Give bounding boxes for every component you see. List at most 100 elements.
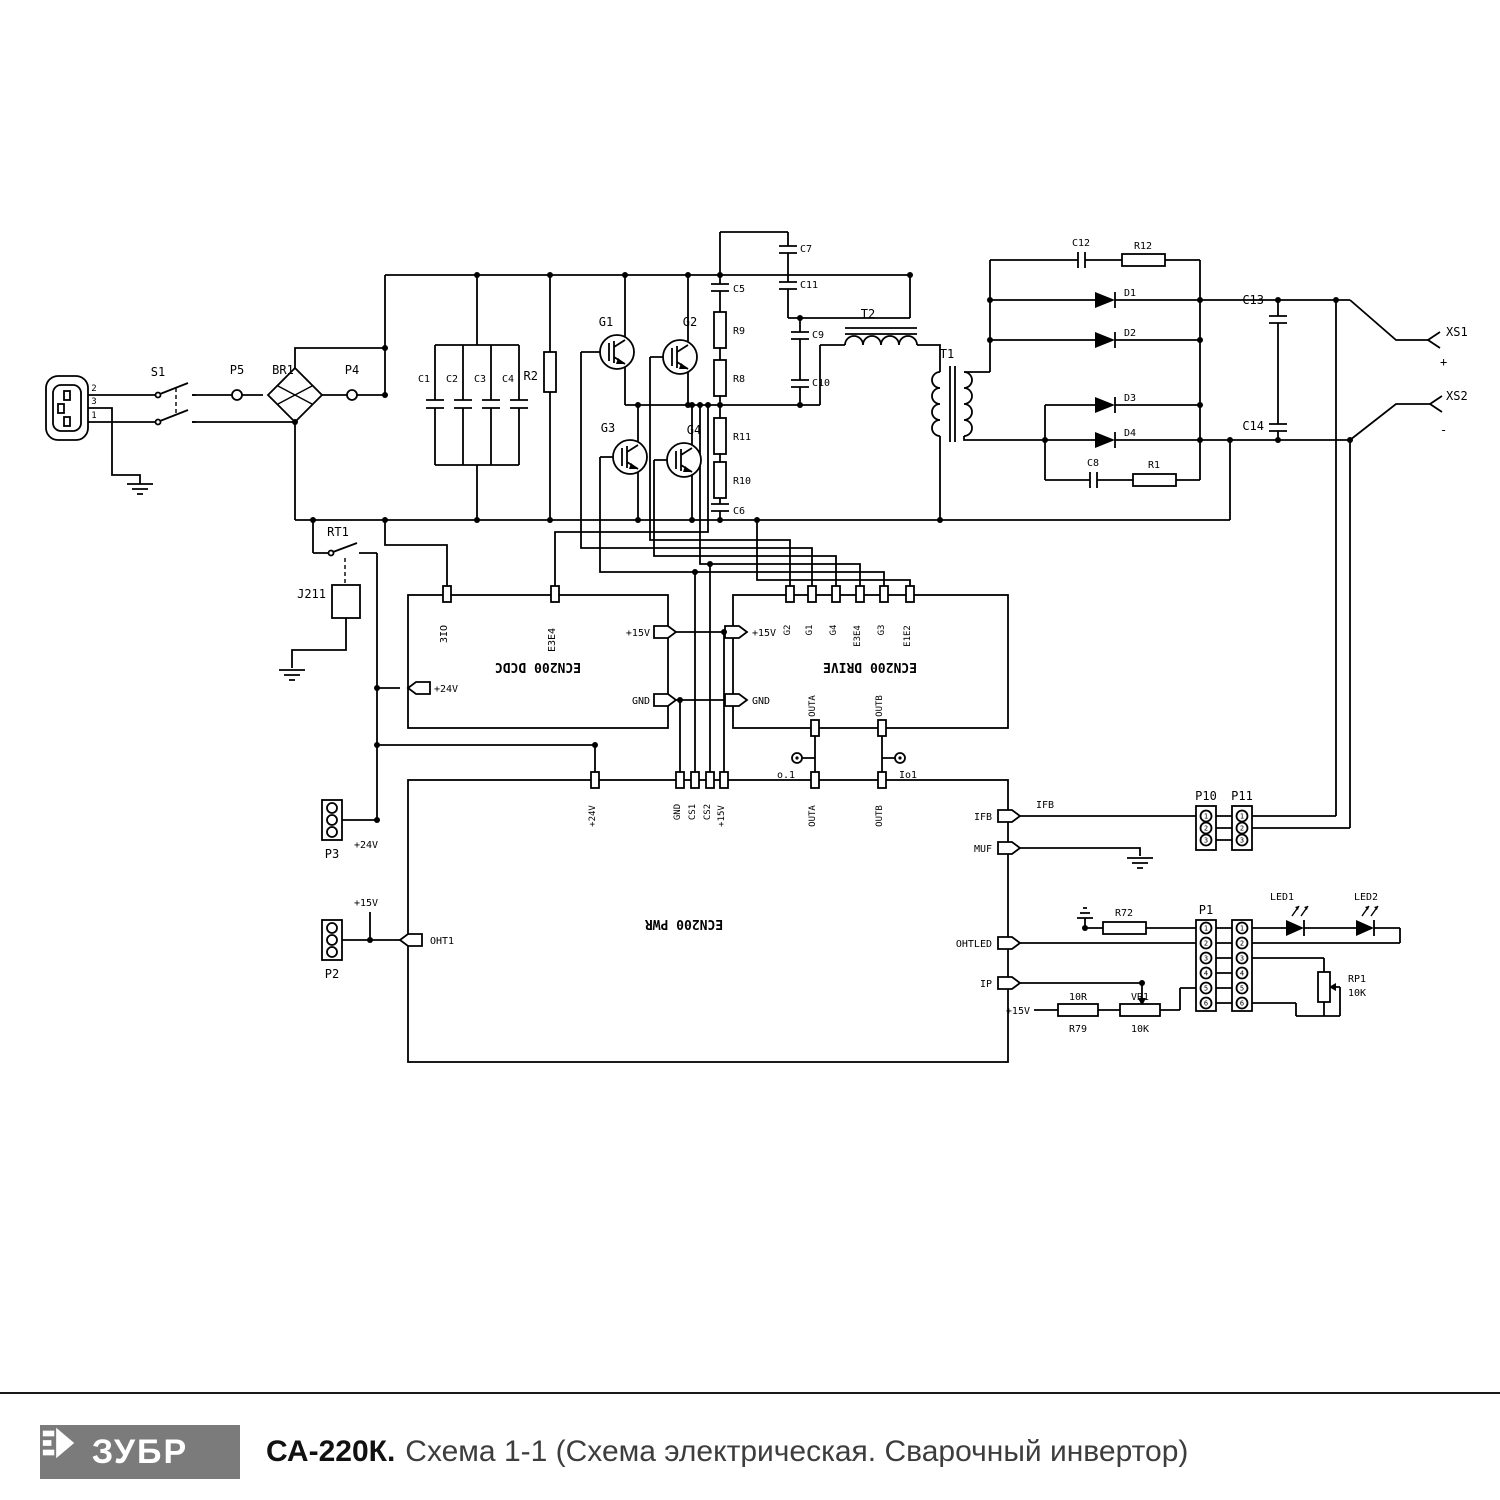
dcdc-15v-pin: [653, 625, 678, 639]
label-ifb-net: IFB: [1036, 800, 1054, 811]
point-p4: [346, 389, 358, 401]
pwr-muf-pin: [997, 841, 1022, 855]
labels: 2 3 1 S1 P5 BR1 P4 C1 C2 C3 C4 R2 G1 G2 …: [91, 238, 1467, 1035]
label-t2: T2: [861, 307, 875, 321]
pwr-ip-pin: [997, 976, 1022, 990]
label-pwr-24v: +24V: [588, 805, 598, 827]
p1-pin-3: 3: [1204, 955, 1208, 963]
label-p3: P3: [325, 847, 339, 861]
bridge-br1: [231, 366, 358, 424]
schematic-canvas: 1 2 3 1 2 3 1 2 3 4 5 6 1 2 3 4 5 6: [45, 231, 1468, 1063]
label-t1: T1: [940, 347, 954, 361]
label-j211: J211: [297, 587, 326, 601]
label-xs2: XS2: [1446, 389, 1468, 403]
p1m-pin-1: 1: [1240, 925, 1244, 933]
drive-15v-pin: [724, 625, 749, 639]
label-d3: D3: [1124, 393, 1136, 404]
label-pwr-gnd: GND: [673, 804, 683, 820]
label-dcdc-e3e4: E3E4: [547, 628, 558, 652]
label-d1: D1: [1124, 288, 1136, 299]
point-p5: [231, 389, 243, 401]
diode-d1: [1095, 292, 1116, 308]
label-tp-b: Io1: [899, 770, 917, 781]
label-dcdc-gnd: GND: [632, 696, 650, 707]
label-p1: P1: [1199, 903, 1213, 917]
zubr-logo: ЗУБР: [40, 1425, 240, 1479]
p11-pin-3: 3: [1240, 837, 1244, 845]
connector-p1: 1 2 3 4 5 6: [1195, 919, 1217, 1012]
label-xs2-pol: -: [1440, 423, 1447, 437]
label-pwr-outa: OUTA: [808, 805, 818, 827]
label-drive-outa: OUTA: [808, 695, 818, 717]
label-r10: R10: [733, 476, 751, 487]
label-pwr-ifb: IFB: [974, 812, 992, 823]
label-pwr-cs1: CS1: [688, 804, 698, 820]
pwr-oht1-pin: [398, 933, 423, 947]
label-c1: C1: [418, 374, 430, 385]
label-vr1-val: 10K: [1131, 1024, 1149, 1035]
label-c12: C12: [1072, 238, 1090, 249]
label-r11: R11: [733, 432, 751, 443]
schematic-caption: СА-220К.Схема 1-1 (Схема электрическая. …: [266, 1435, 1188, 1469]
p10-pin-3: 3: [1204, 837, 1208, 845]
label-g2: G2: [683, 315, 697, 329]
label-drive-e1e2: E1E2: [903, 625, 913, 647]
label-drive-g4: G4: [829, 625, 839, 636]
label-c5: C5: [733, 284, 745, 295]
label-r12: R12: [1134, 241, 1152, 252]
label-led1: LED1: [1270, 892, 1294, 903]
label-p3-24v: +24V: [354, 840, 378, 851]
label-tp-a: o.1: [777, 770, 795, 781]
ground-muf: [1127, 857, 1153, 869]
connector-p11: 1 2 3: [1231, 805, 1253, 851]
igbt-g1: [599, 334, 635, 370]
label-pwr-cs2: CS2: [703, 804, 713, 820]
igbt-g2: [662, 339, 698, 375]
p1m-pin-4: 4: [1240, 970, 1244, 978]
junction-dots: [292, 272, 1353, 986]
label-drive-15v: +15V: [752, 628, 776, 639]
label-p2: P2: [325, 967, 339, 981]
relay-j211: [331, 584, 361, 619]
ground-j211: [279, 669, 305, 681]
dcdc-gnd-pin: [653, 693, 678, 707]
wires-resistor-ladder: [711, 275, 729, 520]
label-c7: C7: [800, 244, 812, 255]
label-drive-g3: G3: [877, 625, 887, 636]
wires-control-right: [1020, 815, 1401, 1017]
label-c10: C10: [812, 378, 830, 389]
block-pin-tags: [398, 585, 1022, 990]
label-d4: D4: [1124, 428, 1136, 439]
igbt-g3: [612, 439, 648, 475]
ground-mains: [127, 483, 153, 495]
label-p10: P10: [1195, 789, 1217, 803]
zubr-logo-icon: [42, 1427, 75, 1459]
p10-pin-2: 2: [1204, 825, 1208, 833]
connector-p10: 1 2 3: [1195, 805, 1217, 851]
label-drive-e3e4: E3E4: [853, 625, 863, 647]
label-g1: G1: [599, 315, 613, 329]
led2: [1356, 905, 1379, 936]
label-c13: C13: [1242, 293, 1264, 307]
transformer-t1: [931, 366, 1045, 520]
label-pwr-ohtled: OHTLED: [956, 939, 992, 950]
resistor-r79: [1057, 1003, 1099, 1017]
p1-pin-6: 6: [1204, 1000, 1208, 1008]
label-plug-3: 3: [91, 397, 96, 407]
wires-mains: [88, 275, 386, 520]
label-pwr-name: ECN200 PWR: [645, 916, 723, 931]
label-dcdc-15v: +15V: [626, 628, 650, 639]
label-plug-1: 1: [91, 411, 96, 421]
connector-p3: [321, 799, 343, 841]
wires-rectifier: [989, 252, 1201, 488]
label-drive-g1: G1: [805, 625, 815, 636]
label-p2-15v: +15V: [354, 898, 378, 909]
label-led2: LED2: [1354, 892, 1378, 903]
diode-d2: [1095, 332, 1116, 348]
p1-pin-4: 4: [1204, 970, 1208, 978]
terminal-xs2: [1428, 395, 1443, 413]
label-pwr-ip: IP: [980, 979, 992, 990]
label-plug-2: 2: [91, 384, 96, 394]
footer: ЗУБР СА-220К.Схема 1-1 (Схема электричес…: [40, 1424, 1460, 1480]
